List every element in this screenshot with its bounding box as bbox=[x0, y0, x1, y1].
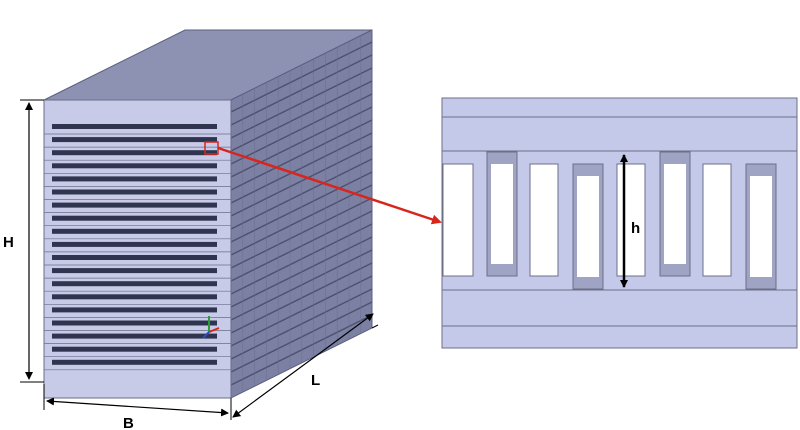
front-fin-slot bbox=[52, 228, 217, 234]
channel-inner bbox=[577, 176, 599, 277]
front-fin-slot bbox=[52, 255, 217, 260]
dimension-H: H bbox=[3, 99, 44, 383]
front-fin-slot bbox=[52, 281, 217, 287]
front-fin-slot bbox=[52, 189, 217, 195]
front-fin-slot bbox=[52, 241, 217, 247]
block-front-face bbox=[43, 99, 232, 399]
detail-pointer-arrow bbox=[217, 146, 442, 225]
front-fin-slot bbox=[52, 150, 217, 156]
front-fin-slot bbox=[52, 359, 217, 365]
front-fin-slot bbox=[52, 202, 217, 208]
dimension-L: L bbox=[232, 313, 379, 418]
front-fin-slot bbox=[52, 268, 217, 274]
front-face-layers bbox=[44, 124, 231, 371]
channel-inner bbox=[491, 164, 513, 264]
channel-open bbox=[442, 163, 474, 277]
dimension-B: B bbox=[43, 384, 232, 430]
front-fin-slot bbox=[52, 176, 217, 182]
heat-exchanger-block bbox=[43, 29, 373, 399]
coordinate-triad-icon bbox=[202, 316, 220, 339]
front-fin-slot bbox=[52, 320, 217, 326]
channel-inner bbox=[750, 176, 772, 277]
front-fin-slot bbox=[52, 137, 217, 143]
front-fin-slot bbox=[52, 346, 217, 352]
front-fin-slot bbox=[52, 333, 217, 339]
channel-open bbox=[702, 163, 732, 277]
front-fin-slot bbox=[52, 215, 217, 221]
front-fin-slot bbox=[52, 294, 217, 300]
dimension-label-h: h bbox=[631, 220, 640, 237]
channel-open bbox=[529, 163, 559, 277]
dimension-label-H: H bbox=[3, 234, 14, 251]
front-fin-slot bbox=[52, 124, 217, 129]
dimension-label-B: B bbox=[123, 415, 134, 430]
dimension-label-L: L bbox=[311, 372, 320, 389]
front-fin-slot bbox=[52, 163, 217, 169]
front-fin-slot bbox=[52, 307, 217, 313]
channel-detail-view: h bbox=[441, 97, 798, 349]
channel-inner bbox=[664, 164, 686, 264]
